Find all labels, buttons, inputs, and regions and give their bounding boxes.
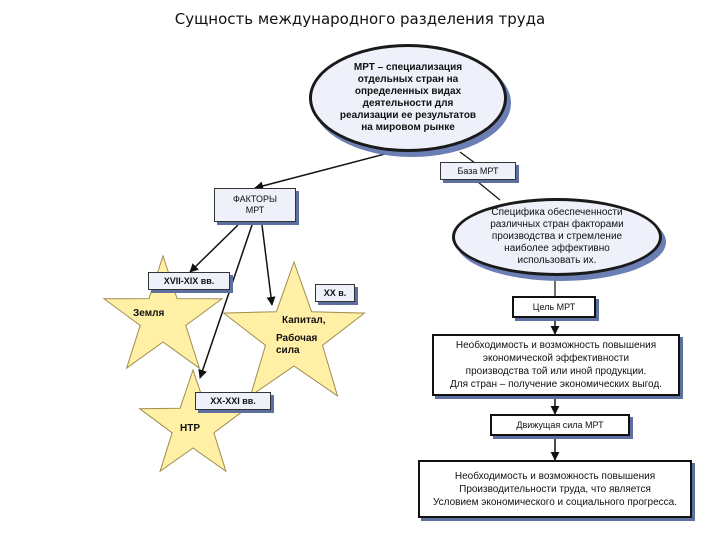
arrow-to-factors [254,149,401,191]
factors-box: ФАКТОРЫ МРТ [214,188,296,222]
driving-text-box: Необходимость и возможность повышения Пр… [418,460,692,518]
definition-ellipse: МРТ – специализация отдельных стран на о… [309,44,507,152]
goal-box: Цель МРТ [512,296,596,318]
arrow-to-star-ntr [198,224,253,379]
period-label-20-21: XX-XXI вв. [195,392,271,410]
period-label-20: XX в. [315,284,355,302]
star-label-ntr: НТР [180,423,200,434]
star-label-labor: Рабочая сила [276,333,318,356]
star-label-land: Земля [133,308,165,319]
star-land [102,254,224,370]
goal-text-box: Необходимость и возможность повышения эк… [432,334,680,396]
driving-force-box: Движущая сила МРТ [490,414,630,436]
star-capital-labor [222,260,366,398]
page-title: Сущность международного разделения труда [174,10,546,28]
period-label-17-19: XVII-XIX вв. [148,272,230,290]
line-to-basis [459,151,476,164]
line-basis-to-specifics [477,181,501,201]
arrow-to-star-land [189,224,239,273]
star-ntr [138,368,248,473]
specifics-ellipse: Специфика обеспеченности различных стран… [452,198,662,276]
basis-box: База МРТ [440,162,516,180]
arrow-to-star-capital [261,224,276,306]
star-label-capital: Капитал, [282,315,326,326]
